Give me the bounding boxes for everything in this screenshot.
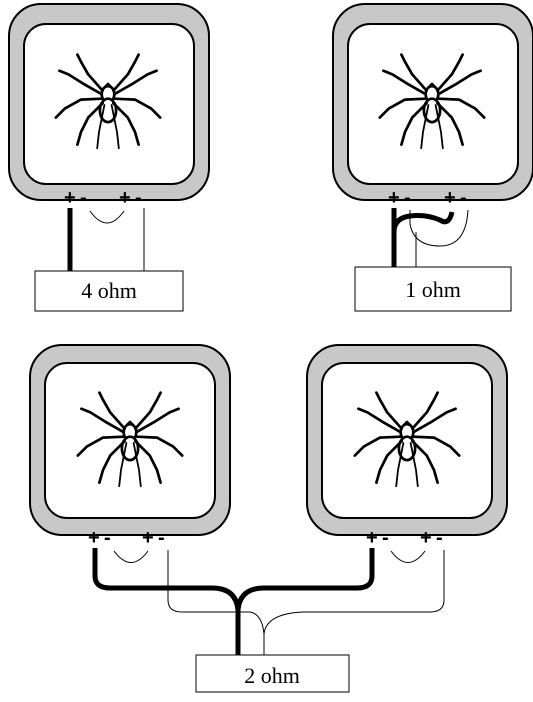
terminal-positive: + [388,187,400,209]
terminal-negative: - [135,187,142,209]
load-label: 1 ohm [405,277,461,302]
load-box [195,654,350,693]
terminal-negative: - [404,187,411,209]
speaker-cabinet: + - + - [332,3,533,209]
terminal-negative: - [436,527,443,549]
terminal-negative: - [158,527,165,549]
load-box [34,270,184,312]
speaker-cabinet: + - + - [306,344,508,549]
load-box [354,266,512,312]
wiring [391,208,469,268]
speaker-cabinet: + - + - [29,344,231,549]
load-label: 4 ohm [81,278,137,303]
terminal-negative: - [104,527,111,549]
wiring [92,548,445,656]
load-label: 2 ohm [244,663,300,688]
terminal-positive: + [88,527,100,549]
terminal-positive: + [366,527,378,549]
terminal-positive: + [119,187,131,209]
terminal-negative: - [80,187,87,209]
terminal-positive: + [420,527,432,549]
terminal-positive: + [444,187,456,209]
terminal-negative: - [382,527,389,549]
terminal-positive: + [64,187,76,209]
terminal-positive: + [142,527,154,549]
speaker-cabinet: + - + - [8,3,210,209]
terminal-negative: - [460,187,467,209]
wiring [67,208,145,272]
